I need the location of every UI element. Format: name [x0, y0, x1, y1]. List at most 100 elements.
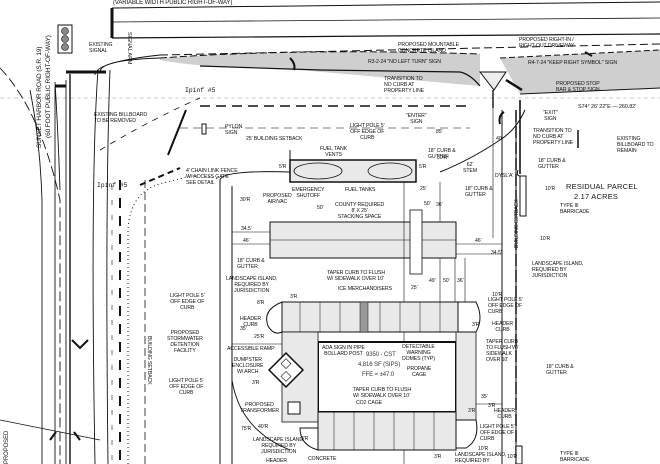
transition-left-label: TRANSITION TO NO CURB AT PROPERTY LINE: [384, 76, 425, 94]
pylon-sign-label: PYLON SIGN: [225, 124, 243, 136]
dim-5r-a: 5'R: [279, 164, 287, 170]
stem-label: 62' STEM: [463, 162, 478, 174]
dim-49: 49': [429, 278, 436, 284]
detectable-domes-label: DETECTABLE WARNING DOMES (TYP): [402, 344, 435, 362]
dumpster-label: DUMPSTER ENCLOSURE W/ ARCH: [232, 357, 264, 375]
dim-3r-d: 3'R: [468, 408, 476, 414]
header-curb-bottom-label: HEADER: [266, 458, 288, 464]
proposed-airvac-label: PROPOSED AIR/VAC: [263, 193, 292, 205]
no-left-turn-label: R3-2-24 "NO LEFT TURN" SIGN: [368, 59, 441, 65]
landscape-island-bl: [299, 427, 319, 451]
building-setback-label: 25' BUILDING SETBACK: [246, 136, 303, 142]
dim-25b: 25': [411, 285, 418, 291]
dim-46a: 46': [243, 238, 250, 244]
dim-345a: 34.5': [241, 226, 252, 232]
dim-3r-a: 3'R: [290, 294, 298, 300]
building-setback-left-label: BUILDING SETBACK: [146, 336, 152, 385]
stormwater-label: PROPOSED STORMWATER DETENTION FACILITY: [167, 330, 203, 354]
top-road-row-label: (Variable Width Public Right-of-Way): [113, 0, 233, 6]
top-road: [110, 1, 660, 56]
fence-line: [127, 175, 221, 464]
dim-30r: 30'R: [240, 197, 251, 203]
keep-right-label: R4-7-24 "KEEP RIGHT SYMBOL" SIGN: [528, 60, 618, 66]
curb-gutter-label-2: 18" CURB & GUTTER: [465, 186, 493, 198]
building-ffe: FFE = ±47.0: [362, 372, 395, 378]
landscape-island-bl-label: LANDSCAPE ISLAND, REQUIRED BY JURISDICTI…: [253, 437, 305, 455]
transformer-label: PROPOSED TRANSFORMER: [240, 402, 279, 414]
dim-36a: 36': [436, 202, 443, 208]
billboard-removed-label: EXISTING BILLBOARD TO BE REMOVED: [94, 112, 147, 124]
enter-sign-label: "ENTER" SIGN: [406, 113, 427, 125]
dim-10r-a: 10'R: [545, 186, 556, 192]
existing-signal-label: EXISTING SIGNAL: [89, 42, 113, 54]
bearing-label: S74° 26' 22"E — 260.82': [578, 104, 637, 110]
dim-3r-e: 3'R: [301, 436, 309, 442]
dim-10r-b: 10'R: [540, 236, 551, 242]
concrete-island-label: PROPOSED MOUNTABLE CONCRETE ISLAND: [398, 42, 459, 54]
transformer: [287, 401, 301, 415]
dim-25a: 25': [420, 186, 427, 192]
landscape-island-br: [455, 419, 478, 449]
building-name: 9350 - CST: [366, 352, 396, 358]
curb-gutter-label-3: 18" CURB & GUTTER: [538, 158, 566, 170]
dim-8r: 8'R: [257, 300, 265, 306]
side-road: [0, 54, 161, 464]
residual-parcel-line1: RESIDUAL PARCEL: [566, 182, 638, 191]
residual-parcel-line2: 2.17 ACRES: [574, 192, 619, 201]
dumpster-enclosure: [267, 351, 305, 389]
type3-barricade-1: [519, 175, 527, 217]
dim-30r-b: 30'R: [437, 155, 448, 161]
dim-25r: 25'R: [254, 334, 265, 340]
co2-cage-label: CO2 CAGE: [356, 400, 383, 406]
type3-barricade-2: [515, 445, 523, 464]
ada-sign-label: ADA SIGN IN PIPE BOLLARD POST: [322, 345, 365, 357]
county-staging-label: COUNTY REQUIRED 8' X 25' STACKING SPACE: [335, 202, 385, 220]
fuel-tanks-label: FUEL TANKS: [345, 187, 376, 193]
traffic-arrows: [49, 51, 593, 441]
side-road-name: SUNSET HARBOR ROAD (S.R. 19): [36, 46, 43, 148]
dim-5r-b: 5'R: [419, 164, 427, 170]
header-curb-left-label: HEADER CURB: [240, 316, 262, 328]
concrete-label: CONCRETE: [308, 456, 337, 462]
header-curb-right2-label: HEADER CURB: [494, 408, 516, 420]
landscape-island-right-label: LANDSCAPE ISLAND, REQUIRED BY JURISDICTI…: [532, 261, 584, 279]
dim-85: 85': [436, 129, 443, 135]
dim-3r-c: 3'R: [472, 322, 480, 328]
curb-gutter-label-4: 18" CURB & GUTTER: [237, 258, 265, 270]
dim-10r-e: 10'R: [507, 454, 518, 460]
taper-curb-top-label: TAPER CURB TO FLUSH W/ SIDEWALK OVER 10': [327, 270, 386, 282]
right-in-out-label: PROPOSED RIGHT-IN / RIGHT-OUT DRIVEWAY: [519, 37, 575, 49]
dim-35a: 35': [240, 326, 247, 332]
curb-gutter-label-5: 18" CURB & GUTTER: [546, 364, 574, 376]
landscape-island-left: [266, 301, 283, 334]
light-pole-right1-label: LIGHT POLE 5' OFF EDGE OF CURB: [488, 297, 523, 315]
dim-10r-d: 10'R: [478, 446, 489, 452]
landscape-island-left-label: LANDSCAPE ISLAND, REQUIRED BY JURISDICTI…: [226, 276, 278, 294]
chain-link-fence-label: 4' CHAIN LINK FENCE W/ ACCESS GATE SEE D…: [186, 168, 238, 186]
dim-46b: 46': [475, 238, 482, 244]
ice-merchandisers-label: ICE MERCHANDISERS: [338, 286, 392, 292]
dim-40r: 40'R: [258, 424, 269, 430]
dim-75r: 75'R: [241, 426, 252, 432]
header-curb-right1-label: HEADER CURB: [492, 321, 514, 333]
exit-sign-label: "EXIT" SIGN: [543, 110, 558, 122]
light-pole-left2-label: LIGHT POLE 5' OFF EDGE OF CURB: [169, 378, 204, 396]
dim-345b: 34.5': [491, 250, 502, 256]
staging-space: [409, 209, 423, 275]
emergency-shutoff-label: EMERGENCY SHUTOFF: [292, 187, 325, 199]
light-pole-top-label: LIGHT POLE 5' OFF EDGE OF CURB: [350, 123, 385, 141]
ipinf-marker-top: Ipinf #5: [185, 87, 216, 94]
dim-10r-c: 10'R: [492, 292, 503, 298]
light-pole-left1-label: LIGHT POLE 5' OFF EDGE OF CURB: [170, 293, 205, 311]
taper-curb-right-label: TAPER CURB TO FLUSH W/ SIDEWALK OVER 10': [486, 339, 519, 363]
landscape-island-right: [457, 301, 481, 333]
dim-50a: 50': [317, 205, 324, 211]
lane-dashes: [111, 180, 121, 464]
right-lane-fill: [500, 50, 660, 94]
dysla-label: DYSL'A': [495, 173, 514, 179]
taper-curb-bottom-label: TAPER CURB TO FLUSH W/ SIDEWALK OVER 10': [353, 387, 412, 399]
turn-lane-fill: [160, 51, 480, 86]
fuel-tank-vents-label: FUEL TANK VENTS: [320, 146, 347, 158]
sidewalk-rear: [317, 411, 457, 451]
